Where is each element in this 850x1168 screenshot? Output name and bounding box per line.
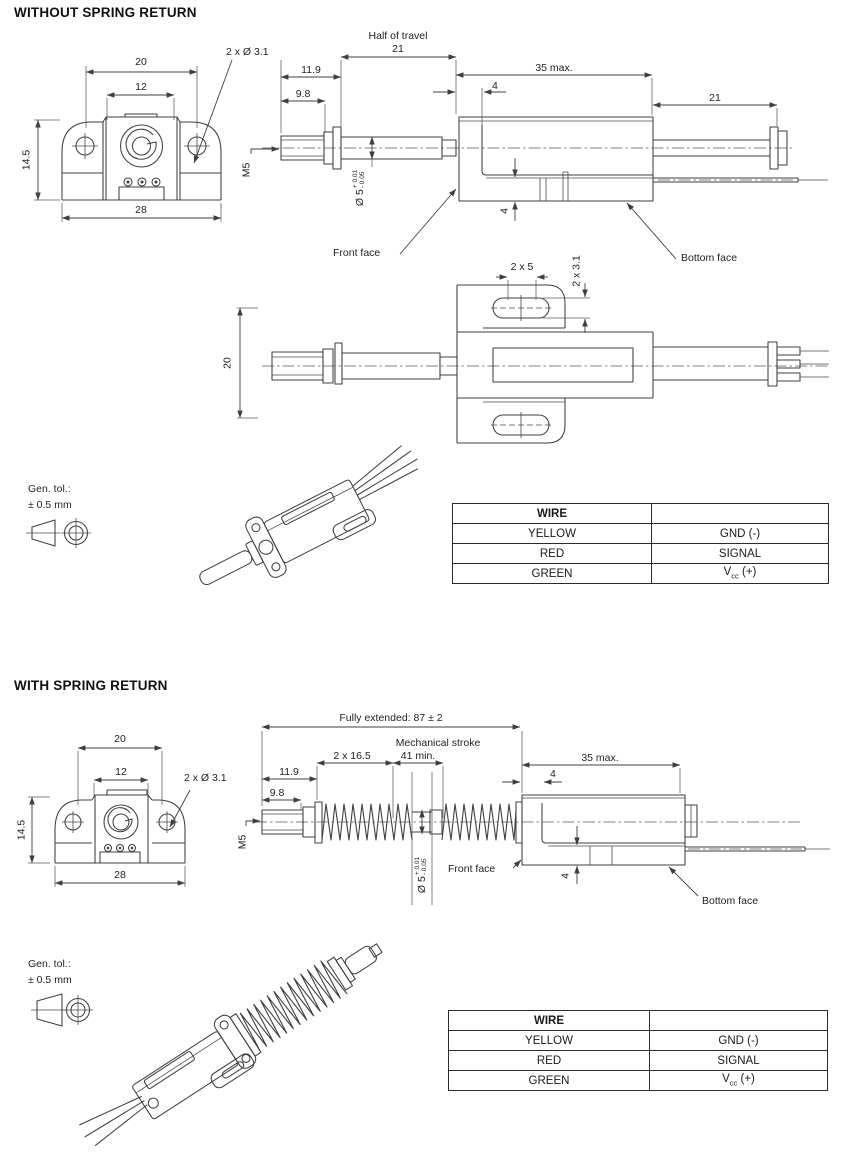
s2-mechanical-stroke-label: Mechanical stroke xyxy=(395,737,481,749)
table-row: YELLOW GND (-) xyxy=(452,523,829,544)
wire-function-cell: Vcc (+) xyxy=(649,1070,828,1091)
table-row: RED SIGNAL xyxy=(452,543,829,564)
s1-isometric-view xyxy=(199,445,419,586)
s1-dim-shaft-exposed: 11.9 xyxy=(301,64,321,76)
s2-dim-bottom-step: 4 xyxy=(559,873,572,879)
s1-dim-slot-width: 2 x 3.1 xyxy=(570,255,583,287)
s2-gen-tol-line1: Gen. tol.: xyxy=(28,958,71,970)
s1-dim-body-length: 35 max. xyxy=(535,62,573,74)
table-row: GREEN Vcc (+) xyxy=(452,563,829,584)
wire-function-cell: GND (-) xyxy=(649,1030,828,1051)
s1-dim-bottom-step: 4 xyxy=(498,208,511,214)
wire-table-with-spring: WIRE YELLOW GND (-) RED SIGNAL GREEN Vcc… xyxy=(448,1010,828,1091)
s1-dim-thread-length: 9.8 xyxy=(295,88,311,100)
wire-table-without-spring: WIRE YELLOW GND (-) RED SIGNAL GREEN Vcc… xyxy=(452,503,829,584)
s1-dim-rear-shaft: 21 xyxy=(709,92,721,104)
s2-dim-front-plate: 4 xyxy=(550,768,556,780)
s1-bottom-face-label: Bottom face xyxy=(681,252,738,264)
s2-dim-thread-length: 9.8 xyxy=(269,787,285,799)
s2-front-view-drawing xyxy=(28,745,191,887)
wire-function-cell: Vcc (+) xyxy=(651,563,829,584)
s2-dim-spring: 2 x 16.5 xyxy=(333,750,371,762)
s1-gen-tol-line1: Gen. tol.: xyxy=(28,483,71,495)
s1-dim-height: 14.5 xyxy=(20,149,33,171)
s1-gen-tol-line2: ± 0.5 mm xyxy=(28,499,72,511)
s2-isometric-view xyxy=(79,943,383,1147)
s1-front-view-drawing xyxy=(34,59,233,222)
s1-dim-front-plate: 4 xyxy=(492,80,498,92)
s1-dim-center-width: 12 xyxy=(135,81,147,93)
s1-top-view-drawing xyxy=(237,274,830,444)
s2-holes-note: 2 x Ø 3.1 xyxy=(184,772,227,784)
section-title-with-spring: WITH SPRING RETURN xyxy=(14,678,168,693)
table-row: YELLOW GND (-) xyxy=(448,1030,828,1051)
s2-side-view-drawing xyxy=(245,724,830,905)
s1-dim-hole-spacing: 20 xyxy=(135,56,147,68)
wire-table-header: WIRE xyxy=(452,503,652,524)
table-row: RED SIGNAL xyxy=(448,1050,828,1071)
s1-dim-overall-width: 28 xyxy=(135,204,147,216)
wire-color-cell: RED xyxy=(448,1050,650,1071)
s2-mechanical-stroke-value: 41 min. xyxy=(400,750,436,762)
wire-color-cell: RED xyxy=(452,543,652,564)
table-row: GREEN Vcc (+) xyxy=(448,1070,828,1091)
wire-color-cell: YELLOW xyxy=(448,1030,650,1051)
s2-gen-tol-line2: ± 0.5 mm xyxy=(28,974,72,986)
wire-color-cell: GREEN xyxy=(448,1070,650,1091)
wire-color-cell: GREEN xyxy=(452,563,652,584)
s2-dim-hole-spacing: 20 xyxy=(114,733,126,745)
s2-shaft-diameter-tolerance: Ø 5+ 0.01- 0.05 xyxy=(414,856,428,894)
section-title-without-spring: WITHOUT SPRING RETURN xyxy=(14,5,197,20)
s2-fully-extended: Fully extended: 87 ± 2 xyxy=(339,712,443,724)
wire-table-header: WIRE xyxy=(448,1010,650,1031)
wire-function-cell: SIGNAL xyxy=(651,543,829,564)
wire-function-cell: SIGNAL xyxy=(649,1050,828,1071)
s1-projection-symbol xyxy=(26,518,91,548)
s2-thread-spec: M5 xyxy=(236,834,249,850)
s1-shaft-diameter-tolerance: Ø 5+ 0.01- 0.05 xyxy=(352,169,366,207)
s1-holes-note: 2 x Ø 3.1 xyxy=(226,46,269,58)
s1-half-of-travel-value: 21 xyxy=(392,43,404,55)
s2-bottom-face-label: Bottom face xyxy=(702,895,759,907)
s2-dim-overall-width: 28 xyxy=(114,869,126,881)
s2-projection-symbol xyxy=(31,993,93,1027)
s1-dim-slot-length: 2 x 5 xyxy=(510,261,534,273)
s1-dim-body-width: 20 xyxy=(221,357,234,369)
s2-dim-center-width: 12 xyxy=(115,766,127,778)
wire-function-cell: GND (-) xyxy=(651,523,829,544)
s2-dim-shaft-exposed: 11.9 xyxy=(279,766,299,778)
s2-front-face-label: Front face xyxy=(448,863,496,875)
wire-table-header-right xyxy=(649,1010,828,1031)
s2-dim-height: 14.5 xyxy=(15,819,28,841)
s1-side-view-drawing xyxy=(250,54,828,260)
s2-dim-body-length: 35 max. xyxy=(581,752,619,764)
s1-front-face-label: Front face xyxy=(333,247,381,259)
wire-color-cell: YELLOW xyxy=(452,523,652,544)
s1-thread-spec: M5 xyxy=(240,162,253,178)
s1-half-of-travel-label: Half of travel xyxy=(368,30,428,42)
wire-table-header-right xyxy=(651,503,829,524)
